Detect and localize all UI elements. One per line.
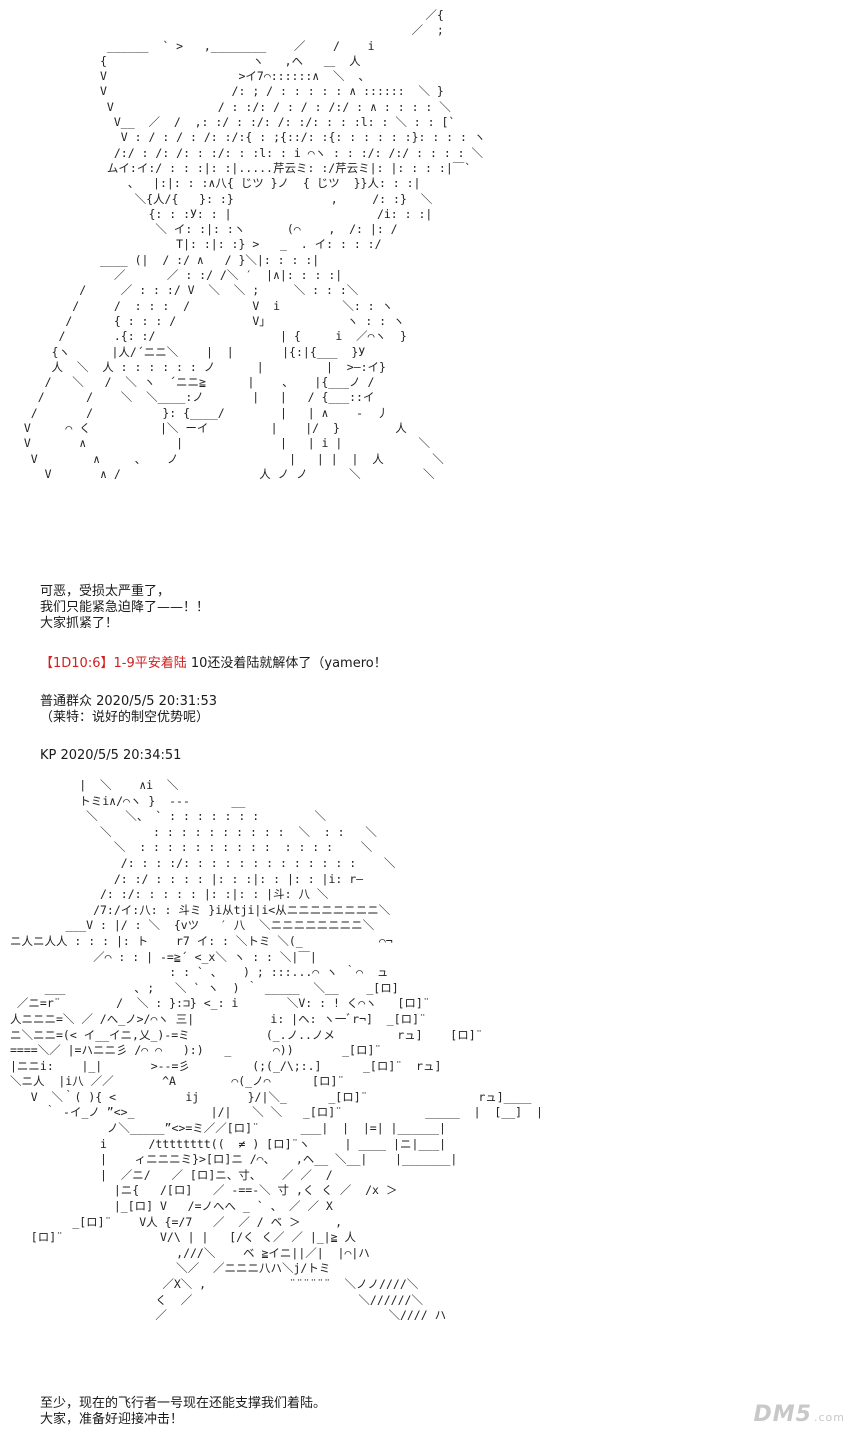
dice-result: 【1D10:6】 bbox=[40, 656, 114, 671]
narration-line-3: 大家抓紧了！ bbox=[40, 616, 119, 631]
dice-rest: 10还没着陆就解体了（yamero！ bbox=[186, 656, 387, 671]
closing-line-2: 大家，准备好迎接冲击！ bbox=[40, 1412, 184, 1427]
closing-line-1: 至少，现在的飞行者一号现在还能支撑我们着陆。 bbox=[40, 1396, 327, 1411]
ascii-art-character: ／{ ／ ; ______ ` > ,________ ／ / i { ヽ ,ヘ… bbox=[23, 8, 486, 481]
dice-roll-line: 【1D10:6】1-9平安着陆 10还没着陆就解体了（yamero！ bbox=[40, 656, 387, 672]
ascii-art-aircraft: | ＼ ∧i ＼ トミi∧/⌒ヽ } --- __ ＼ ＼、 ` : : : :… bbox=[10, 778, 543, 1323]
site-watermark-logo: DM5.com bbox=[754, 1402, 845, 1427]
watermark-text: DM5 bbox=[753, 1402, 812, 1427]
dice-outcome: 1-9平安着陆 bbox=[113, 656, 187, 671]
narration-line-1: 可恶，受损太严重了， bbox=[40, 584, 171, 599]
comment-body: （莱特：说好的制空优势呢） bbox=[40, 710, 210, 725]
comment-header: 普通群众 2020/5/5 20:31:53 bbox=[40, 694, 218, 709]
watermark-suffix: .com bbox=[814, 1411, 845, 1424]
narration-line-2: 我们只能紧急迫降了——！！ bbox=[40, 600, 210, 615]
post-header: KP 2020/5/5 20:34:51 bbox=[40, 748, 182, 763]
